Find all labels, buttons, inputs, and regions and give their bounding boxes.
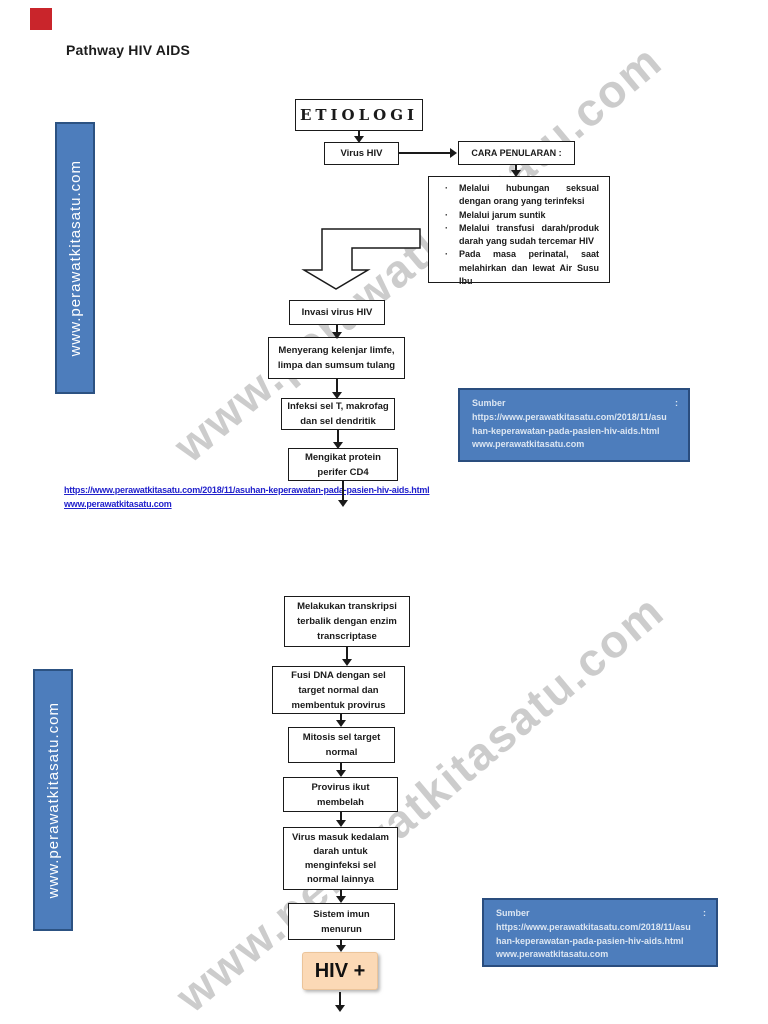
flow-box-etiologi: ETIOLOGI bbox=[295, 99, 423, 131]
flow-arrow bbox=[336, 890, 346, 903]
flow-box-menyerang: Menyerang kelenjar limfe, limpa dan sums… bbox=[268, 337, 405, 379]
flow-arrow bbox=[511, 165, 521, 177]
source-box: Sumber : https://www.perawatkitasatu.com… bbox=[458, 388, 690, 462]
source-url-line: han-keperawatan-pada-pasien-hiv-aids.htm… bbox=[496, 935, 684, 946]
source-url-line: https://www.perawatkitasatu.com/2018/11/… bbox=[496, 921, 691, 932]
flow-arrow bbox=[332, 325, 342, 339]
source-url-line: han-keperawatan-pada-pasien-hiv-aids.htm… bbox=[472, 425, 660, 436]
flow-arrow bbox=[342, 647, 352, 666]
flow-arrow bbox=[336, 812, 346, 827]
flow-arrow bbox=[354, 131, 364, 143]
list-item: Melalui transfusi darah/produk darah yan… bbox=[445, 222, 599, 249]
flow-box-provirus: Provirus ikut membelah bbox=[283, 777, 398, 812]
site-banner-label: www.perawatkitasatu.com bbox=[44, 701, 62, 899]
source-header: Sumber : bbox=[496, 907, 706, 921]
source-hyperlink[interactable]: www.perawatkitasatu.com bbox=[64, 499, 172, 509]
flow-box-virus-hiv: Virus HIV bbox=[324, 142, 399, 165]
site-banner-label: www.perawatkitasatu.com bbox=[66, 159, 84, 357]
source-label: Sumber bbox=[496, 908, 530, 918]
flow-box-transkripsi: Melakukan transkripsi terbalik dengan en… bbox=[284, 596, 410, 647]
red-marker-icon bbox=[30, 8, 52, 30]
source-url-line: www.perawatkitasatu.com bbox=[472, 439, 585, 450]
flow-box-virus-masuk: Virus masuk kedalam darah untuk menginfe… bbox=[283, 827, 398, 890]
flow-box-hiv-plus: HIV + bbox=[302, 952, 378, 990]
transmission-list-box: Melalui hubungan seksual dengan orang ya… bbox=[428, 176, 610, 286]
source-header: Sumber : bbox=[472, 397, 678, 411]
source-url-line: https://www.perawatkitasatu.com/2018/11/… bbox=[472, 411, 667, 422]
flow-box-invasi: Invasi virus HIV bbox=[289, 300, 385, 325]
flow-box-mengikat: Mengikat protein perifer CD4 bbox=[288, 448, 398, 481]
flow-arrow bbox=[336, 714, 346, 727]
page-title: Pathway HIV AIDS bbox=[66, 42, 191, 58]
site-banner: www.perawatkitasatu.com bbox=[55, 122, 95, 394]
flow-arrow bbox=[333, 430, 343, 449]
bent-arrow-shape bbox=[301, 228, 421, 290]
list-item: Pada masa perinatal, saat melahirkan dan… bbox=[445, 248, 599, 288]
flow-box-fusi-dna: Fusi DNA dengan sel target normal dan me… bbox=[272, 666, 405, 714]
transmission-list: Melalui hubungan seksual dengan orang ya… bbox=[437, 182, 601, 288]
source-colon: : bbox=[703, 908, 706, 918]
flow-box-cara-penularan: CARA PENULARAN : bbox=[458, 141, 575, 165]
source-label: Sumber bbox=[472, 398, 506, 408]
flow-arrow bbox=[335, 992, 345, 1012]
flow-box-infeksi: Infeksi sel T, makrofag dan sel dendriti… bbox=[281, 398, 395, 430]
list-item: Melalui hubungan seksual dengan orang ya… bbox=[445, 182, 599, 209]
source-colon: : bbox=[675, 398, 678, 408]
list-item: Melalui jarum suntik bbox=[445, 209, 599, 223]
flow-arrow bbox=[399, 148, 457, 158]
flow-arrow bbox=[338, 481, 348, 507]
flow-arrow bbox=[336, 763, 346, 777]
site-banner: www.perawatkitasatu.com bbox=[33, 669, 73, 931]
source-hyperlink[interactable]: https://www.perawatkitasatu.com/2018/11/… bbox=[64, 485, 430, 495]
source-url-line: www.perawatkitasatu.com bbox=[496, 949, 609, 960]
flow-box-sistem-imun: Sistem imun menurun bbox=[288, 903, 395, 940]
flow-arrow bbox=[332, 379, 342, 399]
flow-box-mitosis: Mitosis sel target normal bbox=[288, 727, 395, 763]
source-box: Sumber : https://www.perawatkitasatu.com… bbox=[482, 898, 718, 967]
flow-arrow bbox=[336, 940, 346, 952]
